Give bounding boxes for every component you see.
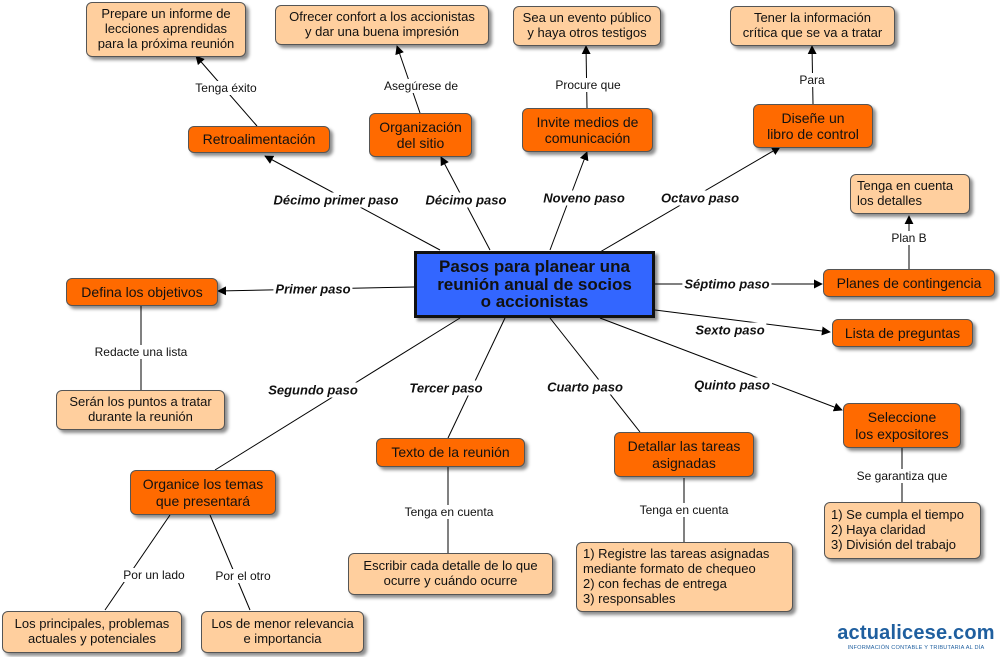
node-info-critica: Tener la información crítica que se va a…: [730, 6, 895, 46]
node-preguntas: Lista de preguntas: [832, 319, 973, 347]
label-tenga-cuenta-tareas: Tenga en cuenta: [637, 503, 731, 517]
label-tercer-paso: Tercer paso: [407, 380, 485, 396]
label-plan-b: Plan B: [889, 231, 929, 245]
node-escribir: Escribir cada detalle de lo que ocurre y…: [348, 553, 553, 595]
link-sexto: [654, 309, 831, 336]
label-decimo-paso: Décimo paso: [423, 192, 509, 208]
label-sexto-paso: Sexto paso: [693, 322, 767, 338]
node-contingencia: Planes de contingencia: [823, 269, 995, 297]
link-temas-menor: [209, 514, 251, 611]
node-medios: Invite medios de comunicación: [522, 108, 653, 152]
label-procure: Procure que: [553, 78, 623, 92]
label-primer-paso: Primer paso: [273, 281, 353, 297]
node-garantia: 1) Se cumpla el tiempo 2) Haya claridad …: [824, 502, 981, 559]
label-noveno-paso: Noveno paso: [541, 190, 627, 206]
label-redacte: Redacte una lista: [92, 345, 190, 359]
node-evento: Sea un evento público y haya otros testi…: [513, 6, 661, 46]
node-puntos: Serán los puntos a tratar durante la reu…: [56, 390, 225, 430]
node-menor: Los de menor relevancia e importancia: [201, 611, 364, 653]
label-garantiza: Se garantiza que: [854, 469, 950, 483]
node-texto: Texto de la reunión: [376, 438, 525, 467]
label-decimo-primer-paso: Décimo primer paso: [271, 192, 401, 208]
label-asegurese: Asegúrese de: [381, 79, 461, 93]
link-temas-principales: [104, 514, 171, 611]
node-confort: Ofrecer confort a los accionistas y dar …: [275, 5, 489, 45]
link-medios-evento: [581, 45, 591, 109]
logo-name: actualicese.com: [837, 622, 995, 644]
node-retroalimentacion: Retroalimentación: [188, 126, 330, 153]
node-libro: Diseñe un libro de control: [753, 104, 873, 148]
link-quinto: [599, 317, 843, 412]
node-tareas: Detallar las tareas asignadas: [614, 432, 754, 477]
node-principales: Los principales, problemas actuales y po…: [2, 611, 182, 653]
label-septimo-paso: Séptimo paso: [682, 276, 772, 292]
label-por-un-lado: Por un lado: [121, 568, 187, 582]
brand-logo: actualicese.com INFORMACIÓN CONTABLE Y T…: [836, 622, 996, 651]
node-organizacion: Organización del sitio: [369, 113, 472, 157]
node-expositores: Seleccione los expositores: [843, 403, 961, 448]
logo-tagline: INFORMACIÓN CONTABLE Y TRIBUTARIA AL DÍA: [847, 645, 985, 651]
link-tercero: [447, 317, 506, 439]
central-topic: Pasos para planear una reunión anual de …: [414, 251, 655, 318]
node-objetivos: Defina los objetivos: [66, 278, 218, 306]
label-quinto-paso: Quinto paso: [692, 377, 772, 393]
link-cuarto: [549, 317, 641, 433]
node-registre: 1) Registre las tareas asignadas mediant…: [576, 542, 793, 612]
label-por-el-otro: Por el otro: [213, 569, 273, 583]
label-tenga-exito: Tenga éxito: [193, 81, 259, 95]
label-cuarto-paso: Cuarto paso: [545, 379, 625, 395]
node-informe: Prepare un informe de lecciones aprendid…: [86, 2, 246, 57]
label-octavo-paso: Octavo paso: [658, 190, 742, 206]
label-tenga-cuenta-texto: Tenga en cuenta: [402, 505, 496, 519]
node-temas: Organice los temas que presentará: [130, 470, 276, 515]
label-para: Para: [797, 73, 827, 87]
label-segundo-paso: Segundo paso: [266, 382, 360, 398]
node-detalles: Tenga en cuenta los detalles: [850, 174, 970, 214]
